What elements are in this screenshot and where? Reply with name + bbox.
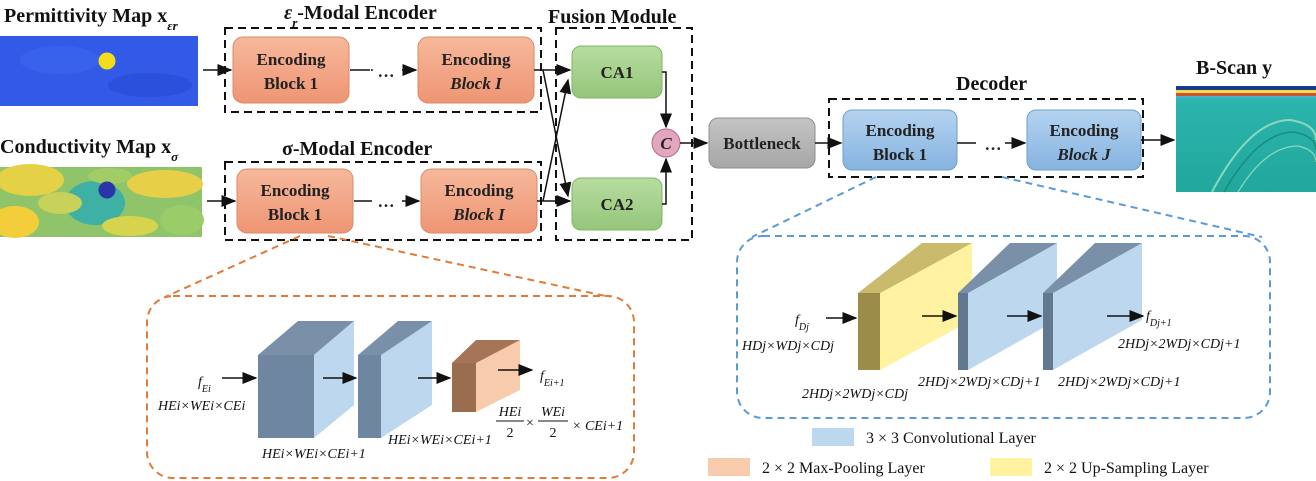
dec-input-f: fDj [795,313,809,333]
svg-text:Encoding: Encoding [257,50,326,69]
ca2-block: CA2 [571,177,663,231]
eps-encoding-block-I: Encoding Block I [417,36,535,104]
svg-text:Encoding: Encoding [1050,121,1119,140]
svg-text:Permittivity Map xεr: Permittivity Map xεr [4,5,179,33]
svg-text:Encoding: Encoding [445,181,514,200]
enc-input-f: fEi [198,375,211,395]
flow-arrows [203,64,1176,207]
legend-upsample-swatch [990,458,1032,476]
svg-text:Block J: Block J [1056,145,1111,164]
decoder-block-1: Encoding Block 1 [842,109,958,171]
svg-text:εr-Modal Encoder: εr-Modal Encoder [284,2,437,30]
bscan-title: B-Scan y [1196,57,1272,79]
dec-up-dim: 2HDj×2WDj×CDj [802,387,908,402]
encoder-zoom-lines [146,235,635,479]
svg-text:Block I: Block I [449,74,503,93]
svg-text:2: 2 [550,426,557,441]
svg-text:Block 1: Block 1 [268,205,322,224]
dec-conv1-dim: 2HDj×2WDj×CDj+1 [918,375,1040,390]
encoder-conv-layer-2 [358,321,432,438]
svg-text:Bottleneck: Bottleneck [723,134,801,153]
svg-text:C: C [660,134,672,153]
legend-conv-label: 3 × 3 Convolutional Layer [866,430,1037,447]
conductivity-map-title: Conductivity Map xσ [0,136,179,164]
svg-text:Conductivity Map xσ: Conductivity Map xσ [0,136,179,164]
legend-maxpool-label: 2 × 2 Max-Pooling Layer [762,460,925,477]
svg-text:× CEi+1: × CEi+1 [572,419,623,434]
decoder-ellipsis: … [985,135,1002,154]
eps-encoding-block-1: Encoding Block 1 [232,36,350,104]
decoder-title: Decoder [956,73,1027,95]
enc-conv1-dim: HEi×WEi×CEi+1 [261,447,366,462]
encoder-maxpool-layer [452,340,520,412]
decoder-detail-arrows [826,310,1145,324]
fusion-module-title: Fusion Module [548,6,676,28]
eps-encoder-title: εr-Modal Encoder [284,2,437,30]
dec-conv2-dim: 2HDj×2WDj×CDj+1 [1058,375,1180,390]
svg-text:WEi: WEi [541,405,565,420]
ca1-block: CA1 [571,45,663,99]
svg-text:Encoding: Encoding [442,50,511,69]
bottleneck-block: Bottleneck [708,117,816,169]
concat-node: C [651,128,681,158]
enc-output-f: fEi+1 [540,369,565,389]
svg-text:Block 1: Block 1 [873,145,927,164]
svg-text:2: 2 [507,426,514,441]
sigma-ellipsis: … [378,192,395,211]
svg-text:×: × [526,416,534,431]
encoder-detail-arrows [222,364,534,384]
enc-conv2-dim: HEi×WEi×CEi+1 [387,433,492,448]
svg-text:Block 1: Block 1 [264,74,318,93]
dec-output-f: fDj+1 [1146,309,1172,329]
sigma-encoder-title: σ-Modal Encoder [282,138,432,160]
dec-input-dim: HDj×WDj×CDj [741,339,834,354]
svg-text:Encoding: Encoding [866,121,935,140]
sigma-encoding-block-I: Encoding Block I [420,168,538,234]
legend-upsample-label: 2 × 2 Up-Sampling Layer [1044,460,1209,477]
bscan-image [1176,86,1316,193]
decoder-conv-layer-2 [1043,243,1142,370]
permittivity-map-title: Permittivity Map xεr [4,5,179,33]
svg-text:CA2: CA2 [600,195,633,214]
permittivity-map-image [0,36,198,106]
encoder-conv-layer-1 [258,321,354,438]
svg-text:Block I: Block I [452,205,506,224]
legend-maxpool-swatch [708,458,750,476]
conductivity-map-image [0,164,204,238]
enc-pool-dim: HEi 2 × WEi 2 × CEi+1 [496,405,623,441]
decoder-zoom-lines [736,176,1271,419]
sigma-encoding-block-1: Encoding Block 1 [236,168,354,234]
svg-text:HEi: HEi [498,405,522,420]
enc-input-dim: HEi×WEi×CEi [157,399,245,414]
legend-conv-swatch [812,428,854,446]
svg-text:Encoding: Encoding [261,181,330,200]
decoder-conv-layer-1 [958,243,1057,370]
decoder-block-J: Encoding Block J [1026,109,1142,171]
svg-text:CA1: CA1 [600,63,633,82]
legend: 3 × 3 Convolutional Layer 2 × 2 Max-Pool… [708,428,1209,477]
dec-output-dim: 2HDj×2WDj×CDj+1 [1118,337,1240,352]
eps-ellipsis: … [378,62,395,81]
decoder-upsample-layer [858,243,972,370]
